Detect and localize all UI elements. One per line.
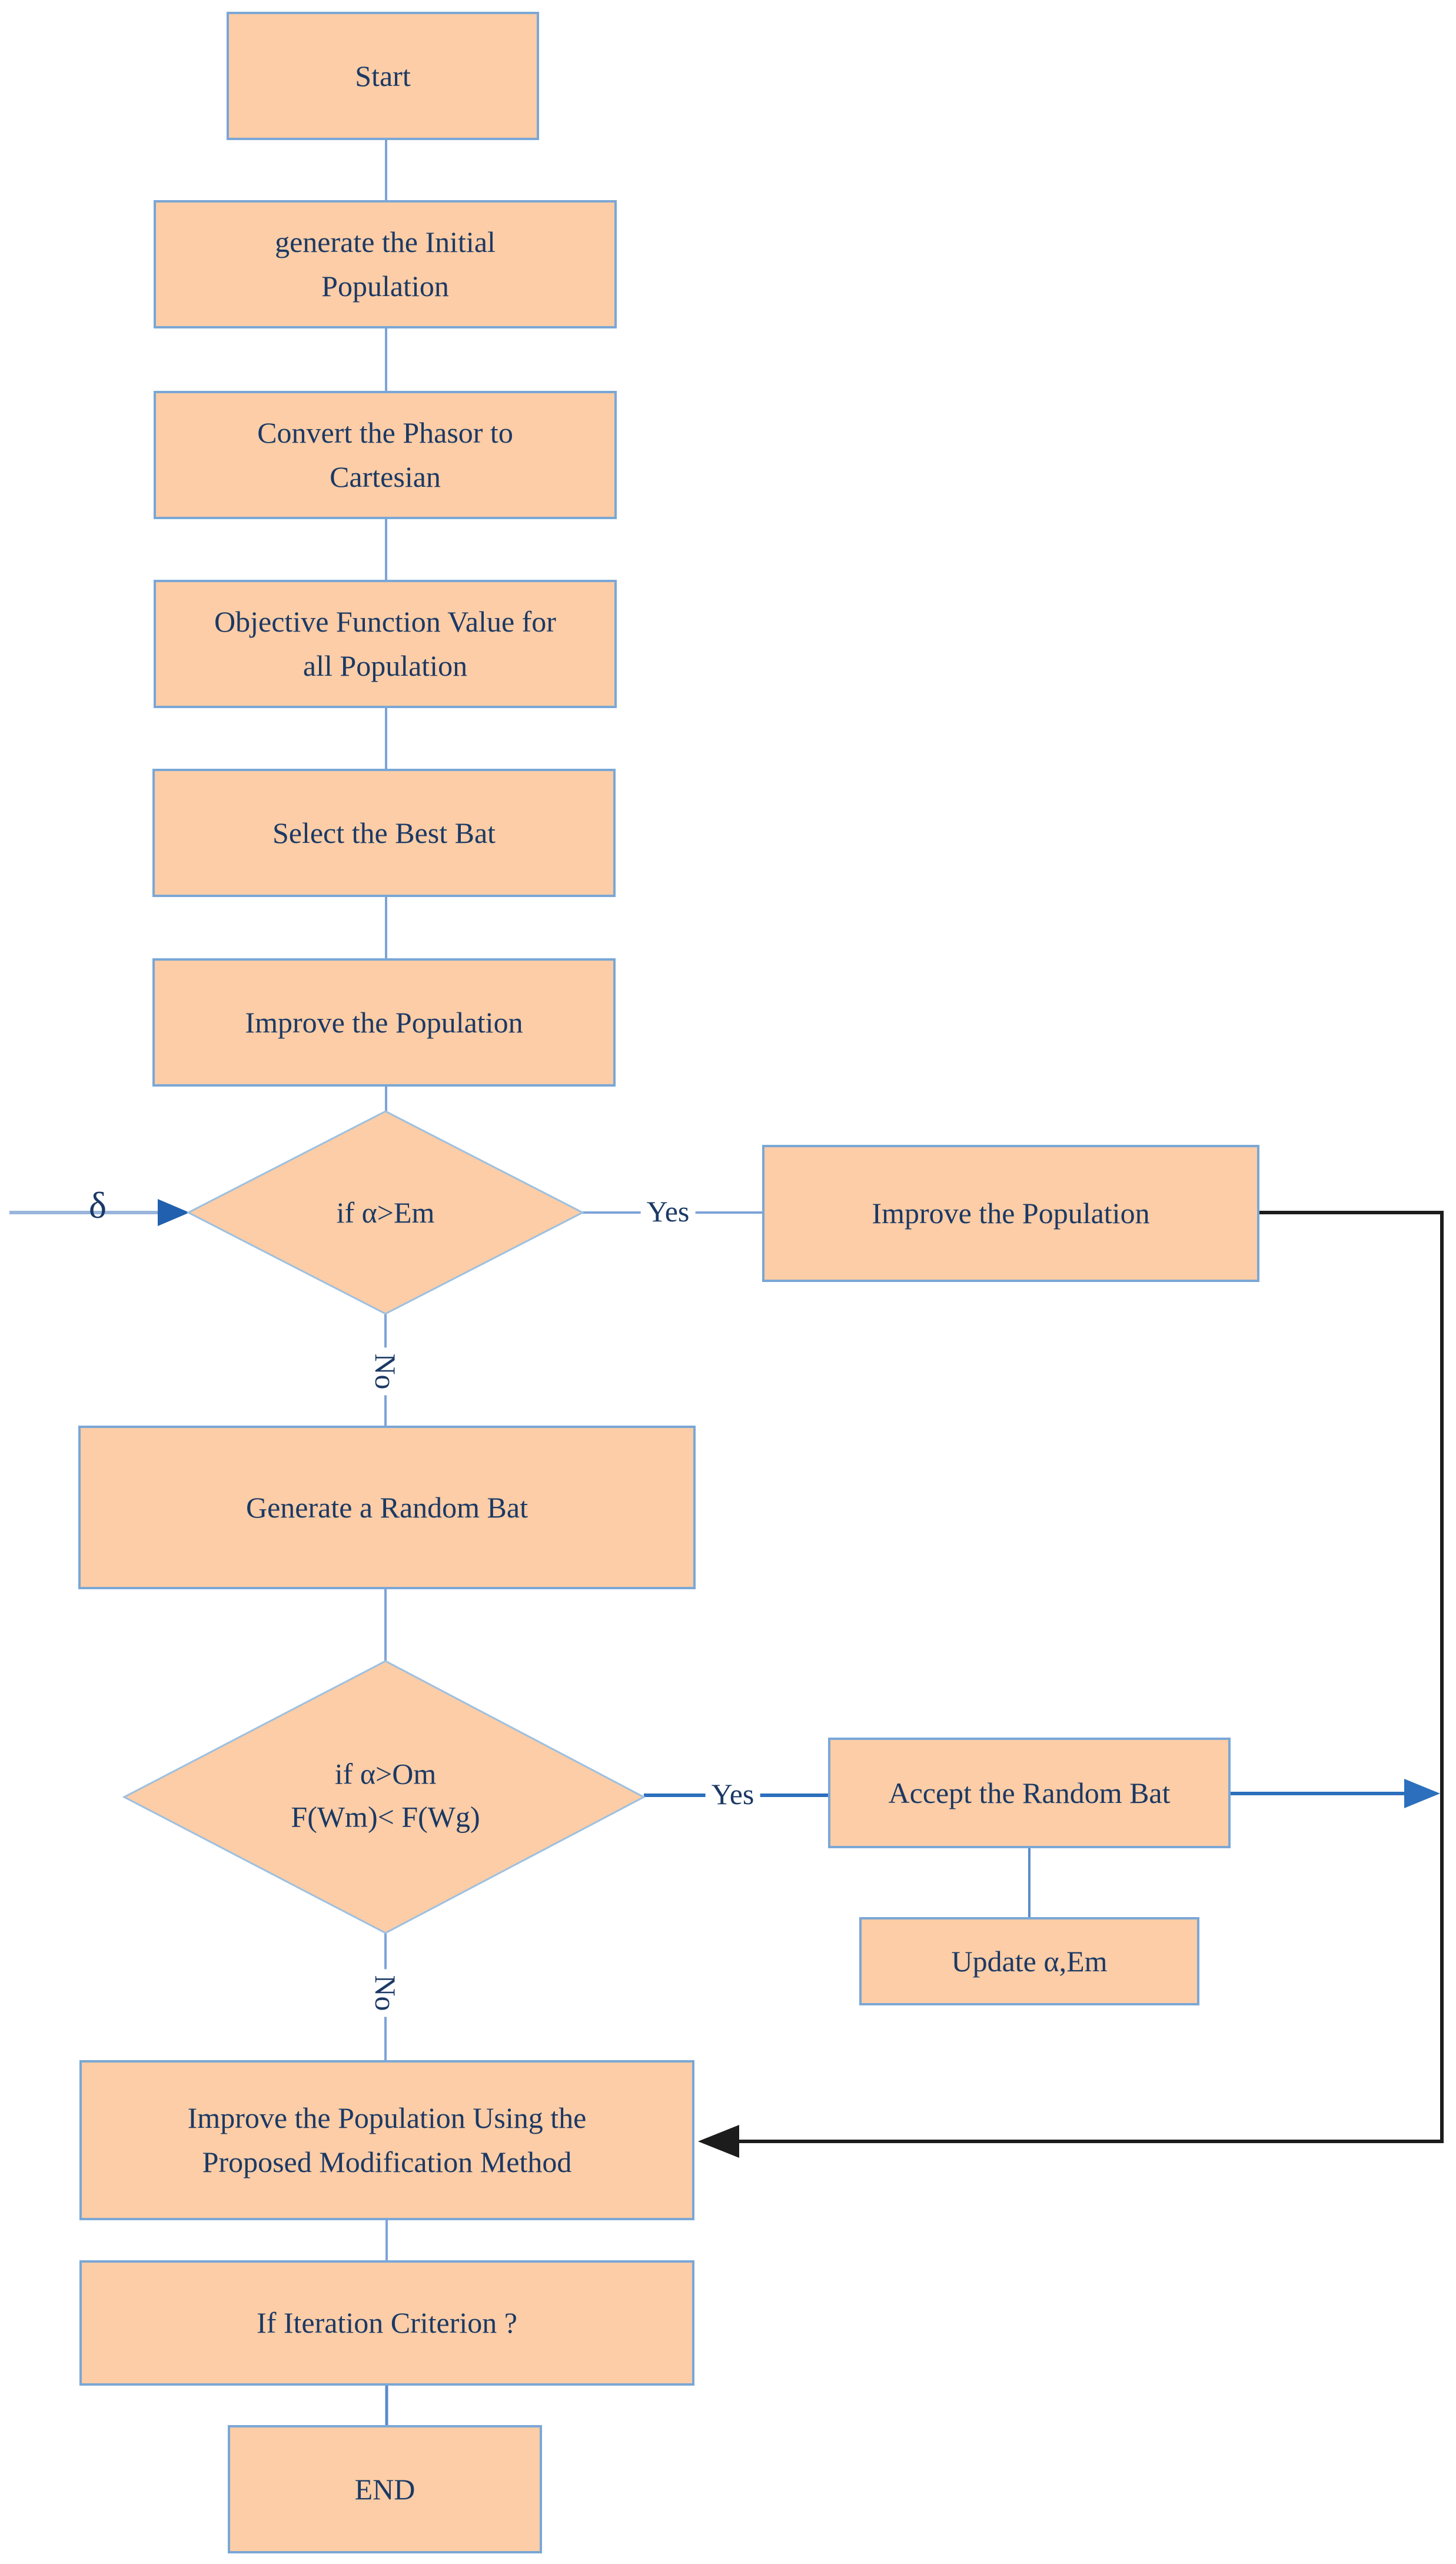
node-accept-random-bat: Accept the Random Bat: [828, 1738, 1231, 1848]
node-generate-initial-population: generate the Initial Population: [154, 200, 617, 328]
edge-label-no1: No: [368, 1347, 403, 1396]
node-convert-phasor: Convert the Phasor to Cartesian: [154, 391, 617, 519]
node-improve-method: Improve the Population Using the Propose…: [79, 2060, 694, 2220]
decision-alpha-em-diamond: [186, 1110, 585, 1315]
node-generate-random-bat-label: Generate a Random Bat: [246, 1490, 528, 1524]
node-update-alpha-em-label: Update α,Em: [951, 1944, 1108, 1978]
node-generate-random-bat: Generate a Random Bat: [78, 1426, 696, 1589]
node-select-best-bat: Select the Best Bat: [152, 769, 616, 897]
edge-label-yes2: Yes: [705, 1777, 760, 1811]
decision-alpha-om-label: if α>Om F(Wm)< F(Wg): [291, 1753, 480, 1838]
node-end-label: END: [354, 2472, 415, 2506]
decision-alpha-om-label-line1: if α>Om: [334, 1757, 437, 1791]
accept-merge-arrowhead-icon: [1404, 1779, 1440, 1808]
node-update-alpha-em: Update α,Em: [859, 1917, 1199, 2005]
node-improve-population-label: Improve the Population: [245, 1005, 523, 1039]
edge-label-no2: No: [368, 1969, 403, 2017]
delta-arrowhead-icon: [158, 1199, 190, 1226]
feedback-arrowhead-icon: [698, 2125, 739, 2158]
edge-label-yes1: Yes: [640, 1194, 696, 1228]
node-accept-random-bat-label: Accept the Random Bat: [888, 1776, 1171, 1809]
edge-label-delta: δ: [88, 1184, 107, 1226]
decision-alpha-em-label: if α>Em: [336, 1195, 435, 1229]
node-objective-function: Objective Function Value for all Populat…: [154, 580, 617, 708]
node-objective-function-label: Objective Function Value for all Populat…: [214, 605, 556, 682]
node-start: Start: [227, 12, 539, 140]
node-iteration-criterion: If Iteration Criterion ?: [79, 2260, 694, 2386]
node-convert-phasor-label: Convert the Phasor to Cartesian: [257, 416, 513, 493]
node-select-best-bat-label: Select the Best Bat: [272, 816, 496, 849]
node-generate-initial-population-label: generate the Initial Population: [275, 225, 496, 303]
node-improve-population-yes-label: Improve the Population: [872, 1197, 1150, 1230]
node-iteration-criterion-label: If Iteration Criterion ?: [257, 2306, 517, 2339]
decision-alpha-om-diamond: [122, 1660, 646, 1934]
node-end: END: [228, 2425, 542, 2553]
node-start-label: Start: [355, 59, 411, 92]
node-improve-method-label: Improve the Population Using the Propose…: [187, 2101, 587, 2178]
feedback-line: [738, 1211, 1444, 2143]
decision-alpha-om-label-line2: F(Wm)< F(Wg): [291, 1800, 480, 1833]
node-improve-population: Improve the Population: [152, 958, 616, 1087]
node-improve-population-yes: Improve the Population: [762, 1145, 1259, 1282]
